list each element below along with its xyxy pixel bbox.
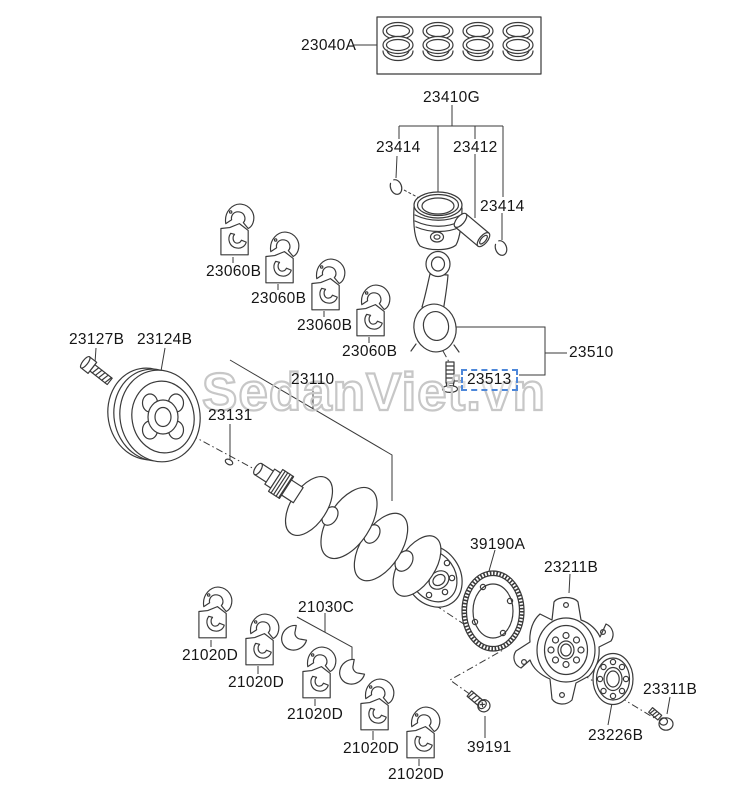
main-bearing-icon-1 bbox=[198, 586, 233, 639]
conrod-bearing-icon-2 bbox=[265, 231, 300, 284]
part-label-23226B[interactable]: 23226B bbox=[588, 727, 644, 744]
ring-gear-drawing bbox=[461, 570, 525, 652]
conrod-bearing-icon-3 bbox=[311, 258, 346, 311]
connecting-rod-drawing bbox=[410, 250, 460, 353]
part-label-21030C[interactable]: 21030C bbox=[298, 599, 355, 616]
part-label-23414-1[interactable]: 23414 bbox=[376, 139, 421, 156]
part-label-23127B[interactable]: 23127B bbox=[69, 331, 125, 348]
part-label-23060B-1[interactable]: 23060B bbox=[206, 263, 262, 280]
part-label-23412[interactable]: 23412 bbox=[453, 139, 498, 156]
part-label-21020D-5[interactable]: 21020D bbox=[388, 766, 445, 783]
thrust-washer-drawing-1 bbox=[281, 624, 308, 651]
part-label-21020D-4[interactable]: 21020D bbox=[343, 740, 400, 757]
piston-pin-drawing bbox=[453, 212, 491, 248]
crankshaft-drawing bbox=[253, 462, 463, 608]
part-label-23060B-2[interactable]: 23060B bbox=[251, 290, 307, 307]
part-label-23513-highlighted[interactable]: 23513 bbox=[461, 369, 518, 392]
part-label-23410G[interactable]: 23410G bbox=[423, 89, 480, 106]
woodruff-key-drawing bbox=[224, 458, 234, 466]
main-bearing-icon-2 bbox=[245, 613, 280, 666]
part-label-21020D-3[interactable]: 21020D bbox=[287, 706, 344, 723]
main-bearing-icon-5 bbox=[406, 706, 441, 759]
piston-rings-drawing bbox=[376, 16, 542, 75]
bolt-23311B-drawing bbox=[648, 707, 674, 731]
conrod-bearing-icon-1 bbox=[220, 203, 255, 256]
part-label-39190A[interactable]: 39190A bbox=[470, 536, 526, 553]
part-label-23124B[interactable]: 23124B bbox=[137, 331, 193, 348]
piston-drawing bbox=[413, 191, 463, 251]
part-label-23110[interactable]: 23110 bbox=[291, 371, 335, 388]
part-label-39191[interactable]: 39191 bbox=[467, 739, 512, 756]
part-label-23311B[interactable]: 23311B bbox=[643, 681, 698, 698]
bolt-39191-drawing bbox=[466, 690, 491, 713]
snap-ring-right-drawing bbox=[494, 240, 508, 256]
part-label-23040A[interactable]: 23040A bbox=[301, 37, 357, 54]
adapter-plate-drawing bbox=[592, 652, 634, 706]
part-label-23060B-3[interactable]: 23060B bbox=[297, 317, 353, 334]
part-label-23060B-4[interactable]: 23060B bbox=[342, 343, 398, 360]
thrust-washer-drawing-2 bbox=[339, 658, 366, 685]
snap-ring-left-drawing bbox=[389, 179, 403, 195]
leader-lines bbox=[94, 44, 671, 766]
main-bearing-icon-3 bbox=[302, 646, 337, 699]
part-label-23131[interactable]: 23131 bbox=[208, 407, 253, 424]
part-label-21020D-1[interactable]: 21020D bbox=[182, 647, 239, 664]
conrod-bearing-icon-4 bbox=[356, 284, 391, 337]
drive-plate-drawing bbox=[513, 596, 614, 705]
damper-pulley-drawing bbox=[107, 367, 201, 463]
part-label-23414-2[interactable]: 23414 bbox=[480, 198, 525, 215]
part-label-23510[interactable]: 23510 bbox=[569, 344, 614, 361]
main-bearing-icon-4 bbox=[360, 678, 395, 731]
part-label-23211B[interactable]: 23211B bbox=[544, 559, 599, 576]
part-label-21020D-2[interactable]: 21020D bbox=[228, 674, 285, 691]
pulley-bolt-drawing bbox=[79, 355, 113, 386]
rod-bolt-drawing bbox=[441, 361, 459, 394]
